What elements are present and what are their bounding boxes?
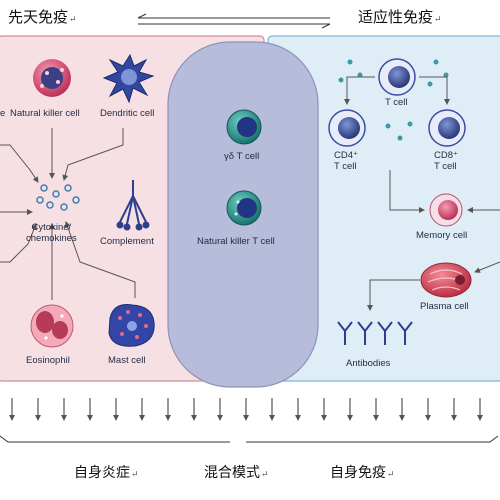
- innate-arrows: [0, 128, 136, 300]
- t-cell-graphic: [378, 58, 416, 96]
- dendritic-cell-label: Dendritic cell: [100, 108, 155, 119]
- dendritic-cell-graphic: [102, 53, 155, 104]
- bottom-braces: [0, 435, 499, 443]
- complement-label: Complement: [100, 236, 154, 247]
- mast-cell-label: Mast cell: [108, 355, 146, 366]
- natural-killer-t-cell-graphic: [226, 190, 262, 226]
- gamma-delta-t-cell-label: γδ T cell: [224, 151, 260, 162]
- partial-cell-label: e: [0, 108, 6, 119]
- cd4-t-cell-label: CD4⁺ T cell: [334, 150, 359, 172]
- autoinflammation-label: 自身炎症↵: [74, 465, 139, 481]
- top-double-arrow: [137, 13, 331, 29]
- mixed-pattern-label: 混合模式↵: [204, 465, 269, 481]
- memory-cell-label: Memory cell: [416, 230, 468, 241]
- adaptive-arrows: [344, 76, 500, 311]
- cd8-t-cell-graphic: [428, 109, 466, 147]
- t-cell-secretion-dots: [338, 59, 449, 141]
- natural-killer-cell-graphic: [33, 59, 71, 97]
- natural-killer-t-cell-label: Natural killer T cell: [197, 236, 275, 247]
- autoimmunity-label: 自身免疫↵: [330, 465, 395, 481]
- complement-graphic: [116, 180, 150, 231]
- antibodies-label: Antibodies: [346, 358, 391, 369]
- cd4-t-cell-graphic: [328, 109, 366, 147]
- memory-cell-graphic: [429, 193, 463, 227]
- eosinophil-graphic: [30, 304, 74, 348]
- natural-killer-cell-label: Natural killer cell: [10, 108, 80, 119]
- adaptive-immunity-title: 适应性免疫↵: [358, 8, 442, 26]
- plasma-cell-label: Plasma cell: [420, 301, 469, 312]
- bottom-arrows: [9, 398, 483, 421]
- cytokines-label: Cytokine/ chemokines: [26, 222, 77, 244]
- cytokine-dots: [36, 184, 80, 211]
- innate-immunity-title: 先天免疫↵: [8, 8, 77, 26]
- gamma-delta-t-cell-graphic: [226, 109, 262, 145]
- antibodies-graphic: [337, 321, 413, 345]
- mast-cell-graphic: [108, 304, 155, 347]
- plasma-cell-graphic: [420, 262, 472, 298]
- t-cell-label: T cell: [385, 97, 408, 108]
- cd8-t-cell-label: CD8⁺ T cell: [434, 150, 459, 172]
- eosinophil-label: Eosinophil: [26, 355, 70, 366]
